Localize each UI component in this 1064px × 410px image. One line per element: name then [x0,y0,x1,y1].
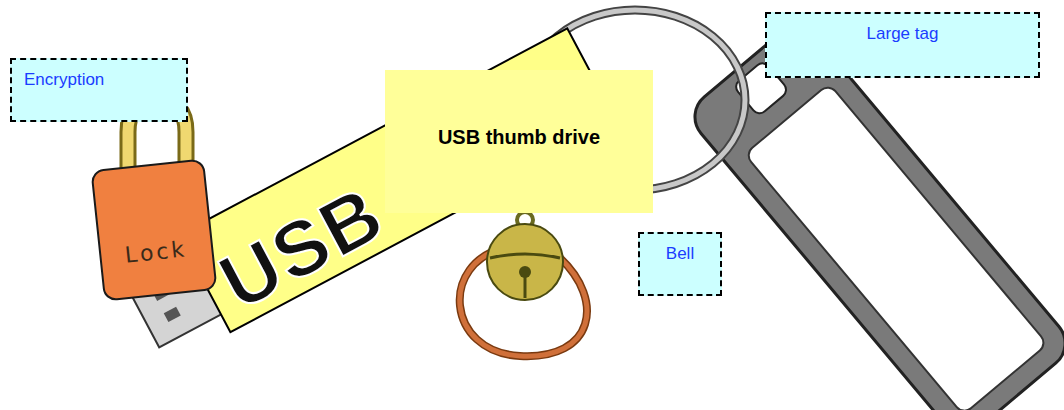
lock-body [92,160,217,301]
node-text: USB thumb drive [393,126,645,149]
node-text: Encryption [24,70,174,90]
bell-body [487,224,563,300]
node-text: Bell [652,244,708,264]
callout-box: Encryption [10,58,188,122]
bell-slot [490,254,560,258]
title-box: USB thumb drive [385,70,653,213]
callout-box: Bell [638,232,722,296]
tag-window [745,84,1048,410]
node-text: Large tag [779,24,1026,44]
bell-slit [524,272,527,298]
usb-contact [164,307,181,322]
callout-box: Large tag [765,12,1040,78]
